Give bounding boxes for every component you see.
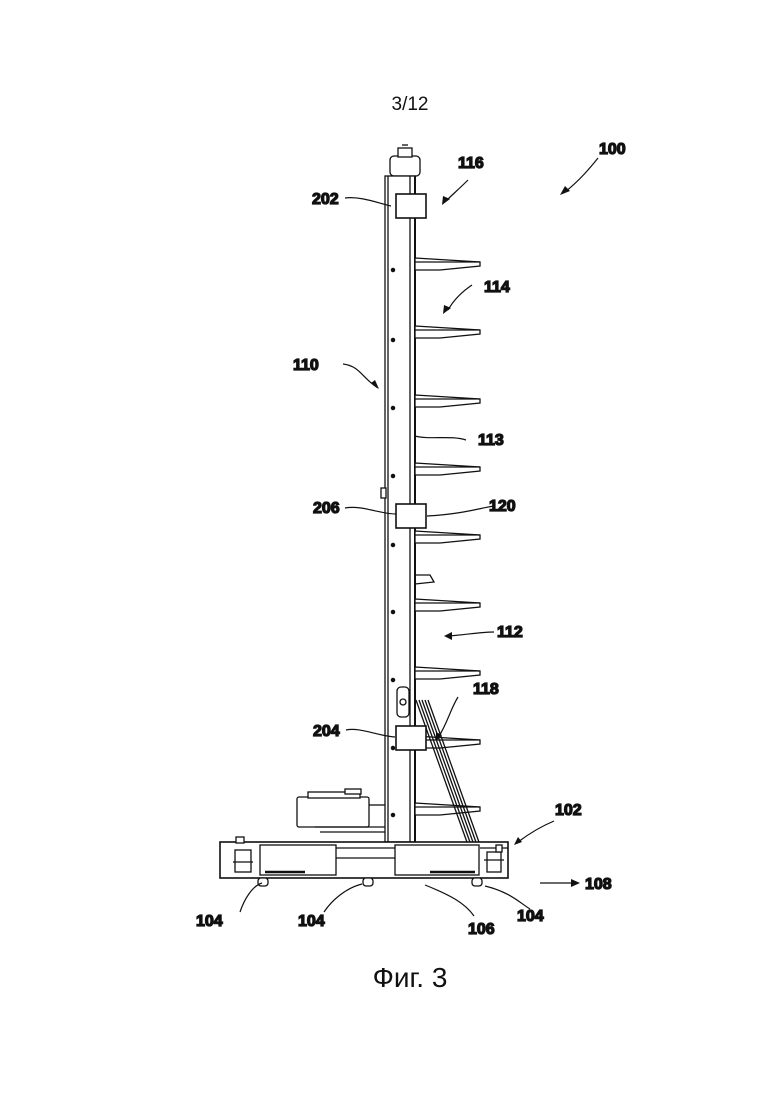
ref-104-right: 104 [517,908,544,925]
cable-bundle [416,700,480,845]
wheel-set [258,878,482,886]
sensor-box-204 [396,726,426,750]
figure-caption: Фиг. 3 [340,962,480,994]
ref-106: 106 [468,921,495,938]
ref-104-left: 104 [196,913,223,930]
mast-top-cap [390,145,420,176]
sensor-box-202 [396,194,426,218]
shelf [415,667,480,679]
shelf [415,395,480,407]
shelf [415,599,480,611]
ref-112: 112 [497,624,523,641]
ref-102: 102 [555,802,582,819]
ref-104-middle: 104 [298,913,325,930]
ref-118: 118 [473,681,499,698]
ref-100: 100 [599,141,626,158]
shelf [415,463,480,475]
ref-114: 114 [484,279,510,296]
ref-202: 202 [312,191,339,208]
ref-110: 110 [293,357,319,374]
motor-unit [297,789,385,832]
shelf [415,531,480,543]
shelf [415,803,480,815]
sensor-box-206 [396,504,426,528]
ref-206: 206 [313,500,340,517]
shelf [415,326,480,338]
mast-control-box [397,687,409,717]
mobile-base [220,837,508,878]
ref-120: 120 [489,498,516,515]
ref-116: 116 [458,155,484,172]
ref-204: 204 [313,723,340,740]
shelf [415,258,480,270]
ref-113: 113 [478,432,504,449]
bracket [415,575,434,584]
ref-108: 108 [585,876,612,893]
